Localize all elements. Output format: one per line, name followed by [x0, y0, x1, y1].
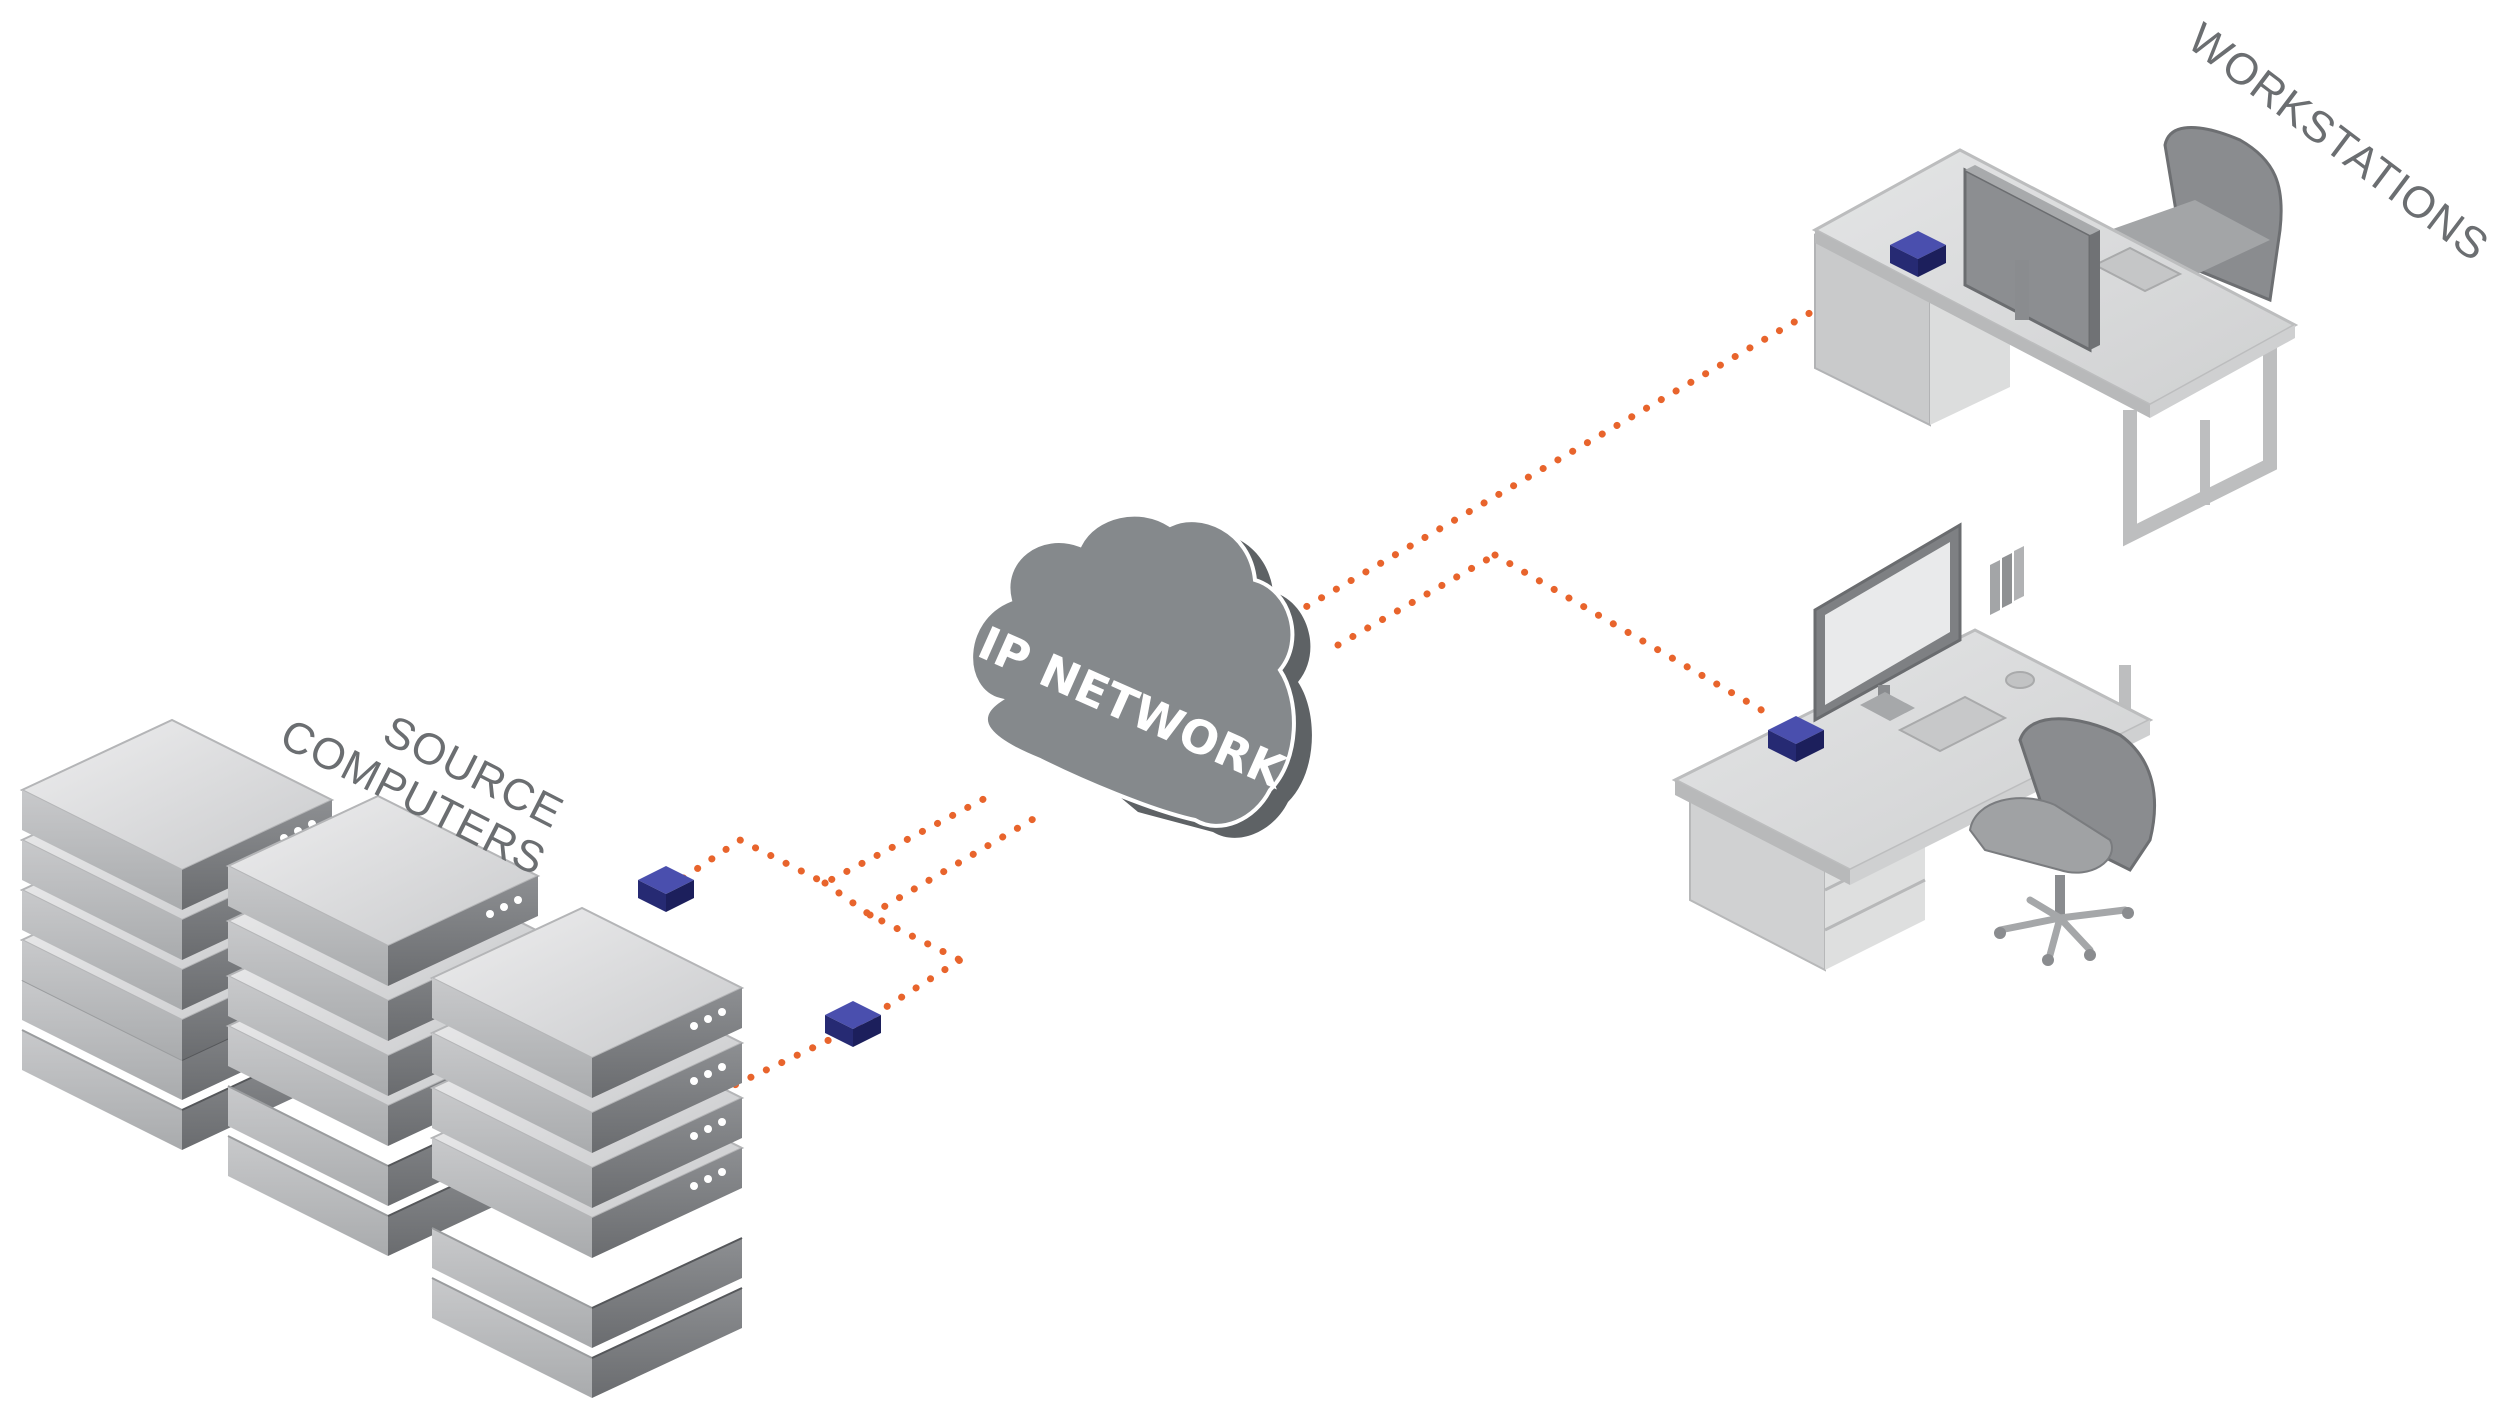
chair-icon [1968, 717, 2156, 966]
keyboard-icon [1897, 695, 2008, 753]
extender-icon [825, 1001, 881, 1047]
cloud-icon: IP NETWORK [969, 512, 1312, 838]
link-cloud-to-workstation-1 [1288, 268, 1884, 619]
link-server3-to-hub [716, 956, 964, 1096]
link-cloud-to-junction [1334, 551, 1499, 649]
network-links [651, 268, 1884, 1096]
monitor-icon [1813, 522, 1962, 723]
keyboard-icon [2092, 246, 2183, 293]
chair-icon [2110, 126, 2283, 303]
books-icon [1990, 546, 2024, 615]
link-server1-to-hub [651, 789, 999, 901]
extender-icon [638, 866, 694, 912]
link-junction-to-workstation-2 [1491, 551, 1774, 719]
link-hub-branch-a [821, 879, 964, 964]
workstation-1 [1811, 126, 2299, 547]
mouse-icon [2005, 671, 2035, 689]
link-hub-to-cloud [866, 811, 1044, 919]
server-rack-icon [21, 719, 743, 1399]
monitor-icon [1963, 165, 2100, 353]
workstation-2 [1671, 522, 2156, 972]
